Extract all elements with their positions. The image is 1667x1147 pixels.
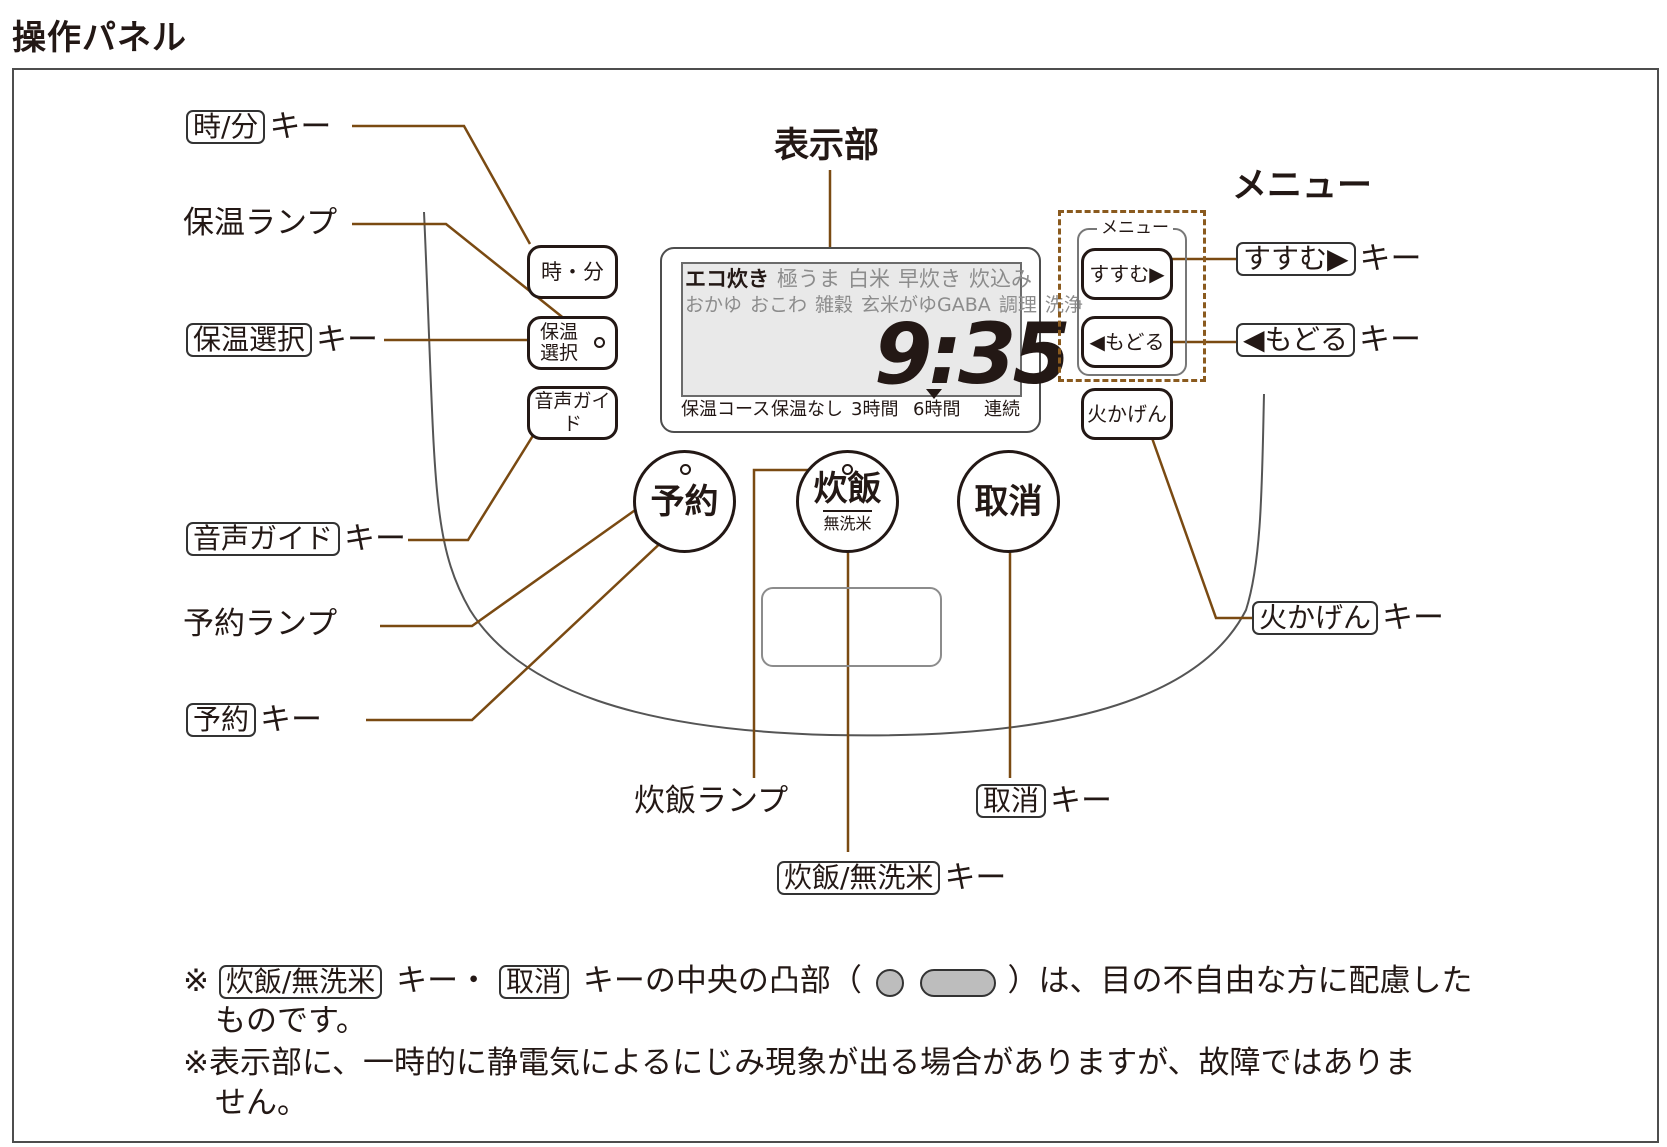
tactile-center-area xyxy=(761,587,942,667)
lcd-menu-item: 玄米がゆGABA xyxy=(861,294,991,316)
label-hikagen-key: 火かげん キー xyxy=(1252,598,1444,638)
hikagen-button[interactable]: 火かげん xyxy=(1081,388,1173,440)
suihan-button-label: 炊飯 xyxy=(813,469,882,509)
note-text: キーの中央の凸部（ xyxy=(582,963,862,999)
key-name-torikeshi: 取消 xyxy=(976,784,1047,818)
torikeshi-button-label: 取消 xyxy=(974,481,1043,522)
label-hoon-lamp: 保温ランプ xyxy=(183,203,337,243)
hoon-sentaku-line2: 選択 xyxy=(540,342,579,364)
yoyaku-button-label: 予約 xyxy=(650,481,719,522)
lcd-menu-row-1: エコ炊き極うま白米早炊き炊込み xyxy=(685,266,1040,292)
note-2-line-1: ※表示部に、一時的に静電気によるにじみ現象が出る場合がありますが、故障ではありま xyxy=(183,1045,1416,1081)
lcd-menu-item: 白米 xyxy=(848,267,890,291)
key-name-jifun: 時/分 xyxy=(186,110,266,144)
yoyaku-lamp xyxy=(680,464,691,475)
onsei-guide-button[interactable]: 音声ガイド xyxy=(527,386,618,440)
hoon-course-indicator-icon xyxy=(926,389,942,399)
key-suffix: キー xyxy=(1050,783,1113,819)
lcd-menu-item: 雑穀 xyxy=(815,294,854,316)
lcd-screen xyxy=(681,262,1022,397)
leader-jifun-key xyxy=(352,124,532,245)
label-torikeshi-key: 取消 キー xyxy=(976,781,1112,821)
key-suffix: キー xyxy=(944,860,1007,896)
lcd-hoon-course: 保温コース xyxy=(681,399,771,420)
display-header: 表示部 xyxy=(774,126,880,166)
menu-group-caption: メニュー xyxy=(1097,218,1173,238)
lcd-time: 9:35 xyxy=(874,305,1071,403)
lcd-menu-item: おこわ xyxy=(750,294,808,316)
key-name-hikagen: 火かげん xyxy=(1252,601,1379,635)
note-text: キー・ xyxy=(396,963,490,999)
diagram-frame xyxy=(12,68,1659,1143)
key-suffix: キー xyxy=(260,702,323,738)
key-suffix: キー xyxy=(344,521,407,557)
hoon-lamp xyxy=(594,337,605,348)
key-suffix: キー xyxy=(1359,241,1422,277)
leader-yoyaku-lamp xyxy=(380,472,687,628)
page-title: 操作パネル xyxy=(12,18,187,58)
lamp-name-suihan: 炊飯ランプ xyxy=(634,783,789,819)
lcd-menu-item: エコ炊き xyxy=(685,267,769,291)
lcd-hoon-cont: 連続 xyxy=(984,399,1020,420)
lcd-menu-item: 極うま xyxy=(777,267,840,291)
label-modoru-key: ◀もどる キー xyxy=(1236,320,1421,360)
note-mark: ※ xyxy=(183,963,209,999)
leader-hikagen-key xyxy=(1150,437,1252,620)
key-name-modoru: ◀もどる xyxy=(1236,323,1355,357)
torikeshi-button[interactable]: 取消 xyxy=(957,450,1060,553)
label-yoyaku-key: 予約 キー xyxy=(186,700,322,740)
key-suffix: キー xyxy=(1358,322,1421,358)
label-yoyaku-lamp: 予約ランプ xyxy=(183,604,337,644)
key-suffix: キー xyxy=(1382,600,1445,636)
lcd-menu-item: 早炊き xyxy=(898,267,961,291)
hoon-sentaku-button[interactable]: 保温 選択 xyxy=(527,316,618,370)
key-name-yoyaku: 予約 xyxy=(186,703,257,737)
label-hoon-sentaku-key: 保温選択 キー xyxy=(186,320,378,360)
susumu-button[interactable]: すすむ▶ xyxy=(1081,248,1173,300)
hoon-sentaku-line1: 保温 xyxy=(540,321,579,343)
lcd-hoon-6h: 6時間 xyxy=(913,399,961,420)
modoru-button[interactable]: ◀もどる xyxy=(1081,316,1173,368)
lcd-hoon-none: 保温なし xyxy=(771,399,843,420)
note-key-suihan: 炊飯/無洗米 xyxy=(218,965,383,999)
jifun-button[interactable]: 時・分 xyxy=(527,245,618,299)
suihan-button-sub: 無洗米 xyxy=(823,510,872,533)
label-onsei-guide-key: 音声ガイド キー xyxy=(186,519,406,559)
lcd-menu-item: 調理 xyxy=(998,294,1037,316)
label-suihan-key: 炊飯/無洗米 キー xyxy=(777,858,1006,898)
rice-cooker-outline xyxy=(423,211,1265,737)
round-bump-icon xyxy=(875,968,904,997)
note-text: ）は、目の不自由な方に配慮した xyxy=(1007,963,1473,999)
note-2-line-2: せん。 xyxy=(215,1085,308,1121)
key-name-suihan: 炊飯/無洗米 xyxy=(777,861,941,895)
menu-group-highlight xyxy=(1058,210,1206,382)
lamp-name-hoon: 保温ランプ xyxy=(183,205,338,241)
note-1-line-1: ※ 炊飯/無洗米 キー・ 取消 キーの中央の凸部（ ）は、目の不自由な方に配慮し… xyxy=(183,960,1472,1002)
key-suffix: キー xyxy=(316,322,379,358)
lamp-name-yoyaku: 予約ランプ xyxy=(183,606,338,642)
key-suffix: キー xyxy=(269,109,332,145)
lcd-hoon-3h: 3時間 xyxy=(851,399,899,420)
leader-yoyaku-key xyxy=(366,535,669,722)
lcd-menu-item: 洗浄 xyxy=(1044,294,1083,316)
oval-bump-icon xyxy=(919,968,996,997)
key-name-hoon-sentaku: 保温選択 xyxy=(186,323,313,357)
key-name-onsei-guide: 音声ガイド xyxy=(186,522,341,556)
suihan-lamp xyxy=(842,464,853,475)
note-1-line-2: ものです。 xyxy=(215,1003,367,1039)
menu-header: メニュー xyxy=(1232,166,1373,206)
label-suihan-lamp: 炊飯ランプ xyxy=(634,781,788,821)
leader-onsei-guide-key xyxy=(408,433,536,542)
label-susumu-key: すすむ▶ キー xyxy=(1236,239,1422,279)
note-key-torikeshi: 取消 xyxy=(499,965,570,999)
lcd-menu-item: 炊込み xyxy=(969,267,1032,291)
lcd-menu-row-2: おかゆおこわ雑穀玄米がゆGABA 調理洗浄 xyxy=(685,292,1091,318)
label-jifun-key: 時/分 キー xyxy=(186,107,331,147)
lcd-menu-item: おかゆ xyxy=(685,294,743,316)
leader-hoon-lamp xyxy=(352,222,597,345)
key-name-susumu: すすむ▶ xyxy=(1236,242,1356,276)
